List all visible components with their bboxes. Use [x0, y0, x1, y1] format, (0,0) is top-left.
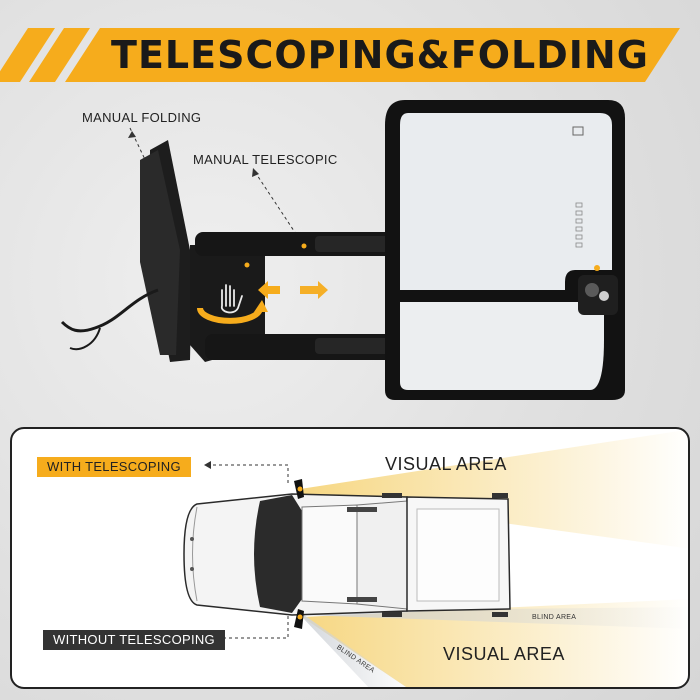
with-telescoping-tag: WITH TELESCOPING [37, 457, 191, 477]
truck-diagram [183, 429, 688, 687]
truck [183, 479, 511, 629]
mirror-illustration [60, 100, 625, 400]
manual-folding-label: MANUAL FOLDING [82, 110, 202, 125]
double-arrow-icon [258, 281, 328, 299]
visual-area-panel: WITH TELESCOPING WITHOUT TELESCOPING VIS… [10, 427, 690, 689]
visual-area-top: VISUAL AREA [385, 454, 507, 474]
title-banner [0, 28, 680, 82]
telescopic-leader [254, 171, 301, 241]
without-telescoping-tag: WITHOUT TELESCOPING [43, 630, 225, 650]
page-title: TELESCOPING&FOLDING [111, 33, 649, 77]
blind-area-label-right: BLIND AREA [532, 614, 577, 621]
hand-icon [221, 284, 243, 314]
rotate-arrow-icon [197, 300, 268, 324]
manual-telescopic-label: MANUAL TELESCOPIC [193, 152, 338, 167]
visual-area-bottom: VISUAL AREA [443, 644, 565, 664]
